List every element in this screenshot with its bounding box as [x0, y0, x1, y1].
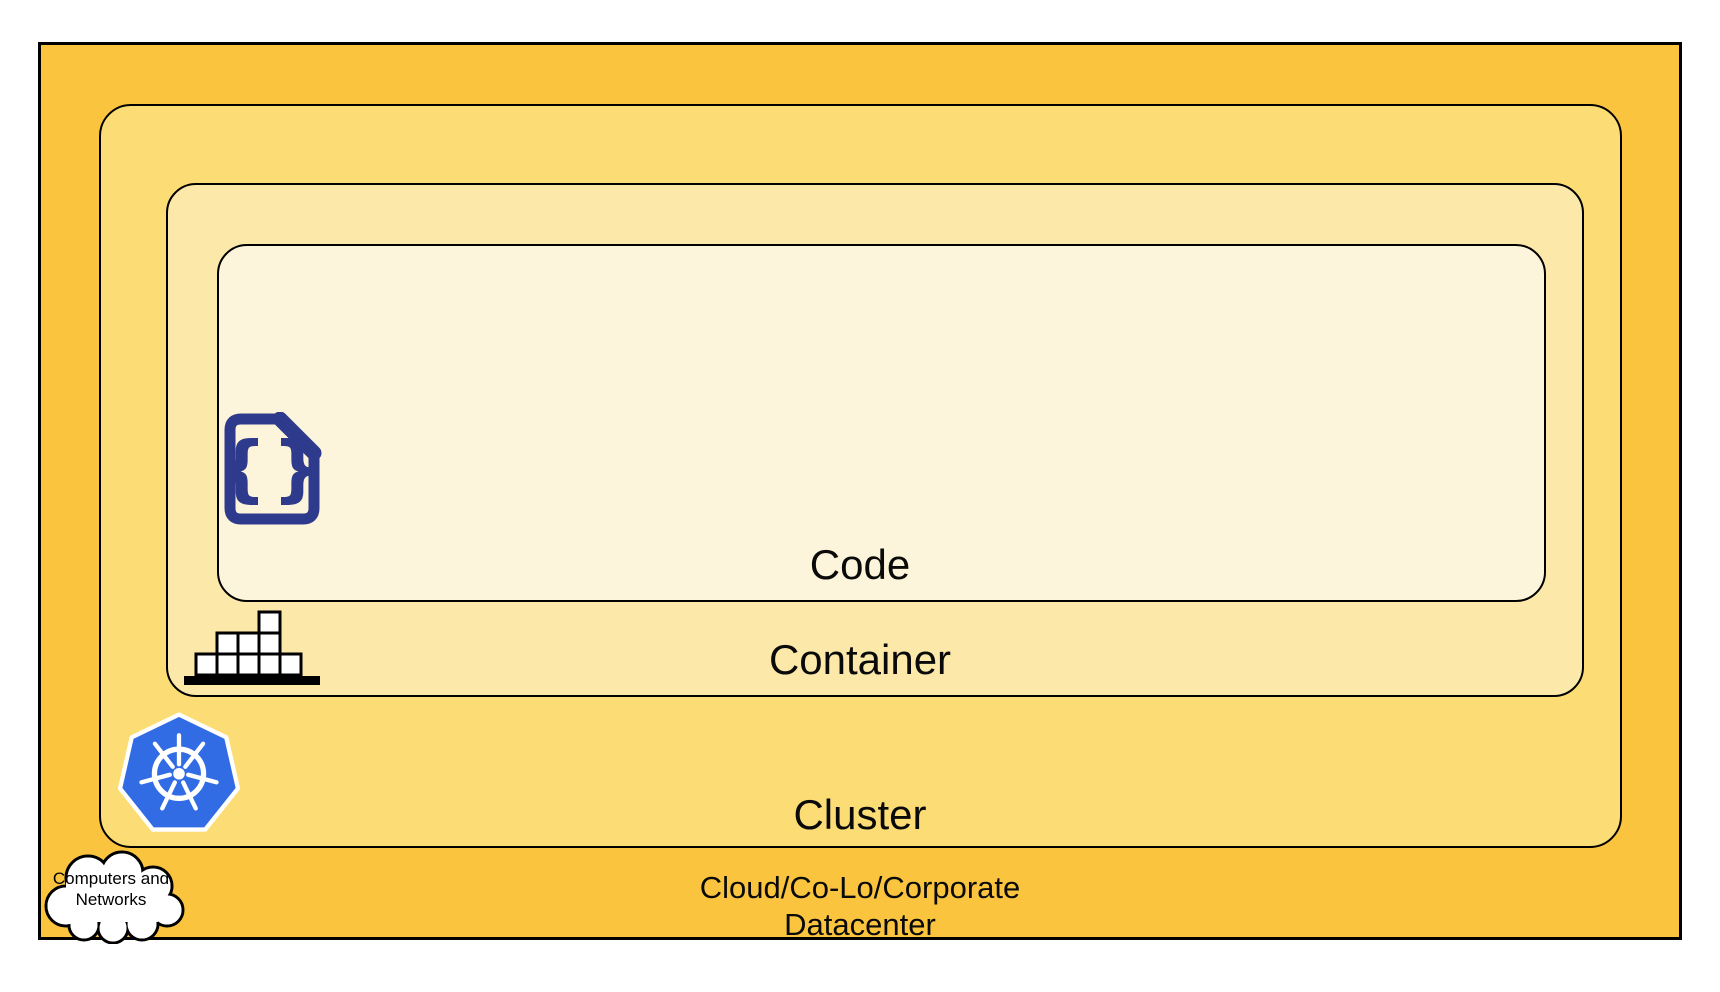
code-label: Code: [809, 541, 911, 588]
code-braces-glyph: {}: [219, 426, 325, 510]
cluster-label: Cluster: [793, 791, 927, 838]
datacenter-label-line1: Cloud/Co-Lo/Corporate: [699, 870, 1021, 905]
code-file-icon: {}: [219, 412, 325, 525]
code-box: [217, 244, 1546, 602]
container-boxes-icon: [184, 610, 320, 685]
cloud-callout-label: Computers and Networks: [36, 868, 186, 910]
datacenter-label: Cloud/Co-Lo/Corporate Datacenter: [0, 869, 1720, 943]
cloud-callout-line2: Networks: [75, 890, 147, 909]
container-label: Container: [768, 636, 952, 683]
datacenter-label-line2: Datacenter: [784, 907, 936, 942]
cloud-icon: [44, 850, 185, 944]
cloud-callout-line1: Computers and: [52, 869, 170, 888]
kubernetes-logo-icon: [117, 712, 241, 832]
